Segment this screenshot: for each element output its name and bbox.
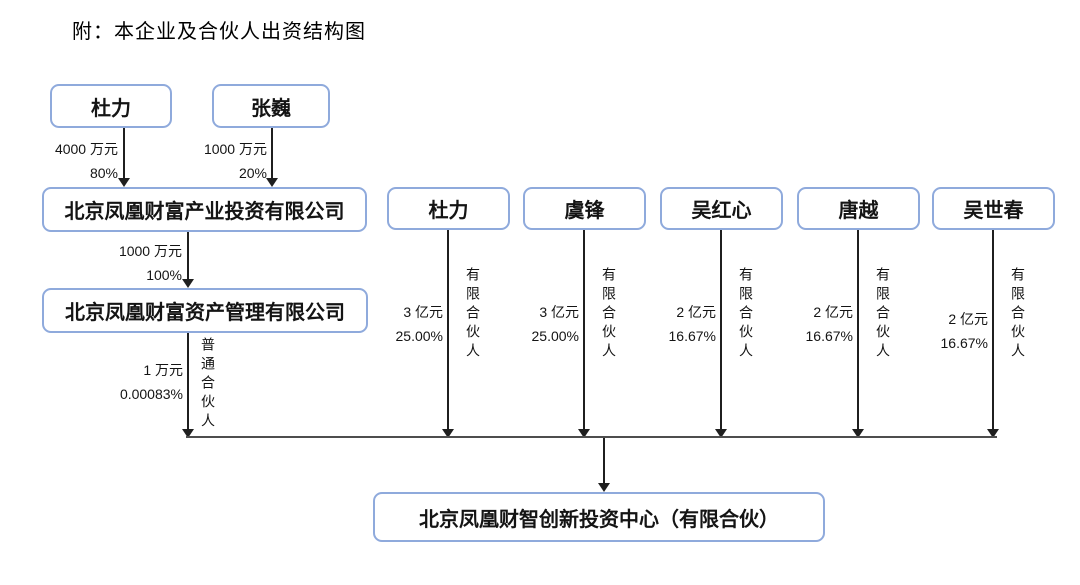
node-label: 吴红心 [691, 200, 752, 222]
node-shareholder-duli: 杜力 [50, 84, 172, 128]
node-label: 张巍 [251, 97, 291, 120]
edge-amount: 1000 万元 [118, 243, 182, 259]
arrow-line [603, 438, 605, 483]
edge-label-lp-contribution: 2 亿元 16.67% [753, 300, 853, 348]
lp-column-tangyue: 唐越 2 亿元 16.67% 有限合伙人 [797, 187, 920, 439]
arrow-line [583, 230, 585, 429]
node-label: 杜力 [428, 200, 469, 222]
node-label: 北京凤凰财智创新投资中心（有限合伙） [419, 508, 779, 531]
arrow-line [123, 128, 125, 178]
arrow-head-icon [852, 429, 864, 438]
edge-label-duli-contribution: 4000 万元 80% [30, 137, 118, 185]
arrow-head-icon [715, 429, 727, 438]
edge-role-limited-partner: 有限合伙人 [465, 267, 481, 362]
diagram-title: 附：本企业及合伙人出资结构图 [72, 21, 366, 43]
arrow-head-icon [266, 178, 278, 187]
lp-column-wushichun: 吴世春 2 亿元 16.67% 有限合伙人 [932, 187, 1055, 439]
node-label: 唐越 [838, 200, 879, 222]
arrow-line [857, 230, 859, 429]
arrow-head-icon [442, 429, 454, 438]
arrow-head-icon [182, 279, 194, 288]
node-lp-wuhongxin: 吴红心 [660, 187, 783, 230]
edge-percent: 16.67% [805, 328, 853, 344]
collector-line [186, 436, 997, 438]
arrow-line [187, 232, 189, 279]
edge-role-limited-partner: 有限合伙人 [875, 267, 891, 362]
arrow-line [447, 230, 449, 429]
edge-percent: 80% [89, 165, 118, 181]
edge-percent: 16.67% [668, 328, 716, 344]
node-company-industry-investment: 北京凤凰财富产业投资有限公司 [42, 187, 367, 232]
node-label: 北京凤凰财富产业投资有限公司 [64, 201, 345, 223]
edge-amount: 2 亿元 [948, 311, 988, 327]
lp-column-yufeng: 虞锋 3 亿元 25.00% 有限合伙人 [523, 187, 646, 439]
edge-role-limited-partner: 有限合伙人 [1010, 267, 1026, 362]
node-shareholder-zhangwei: 张巍 [212, 84, 330, 128]
edge-percent: 100% [146, 267, 182, 283]
edge-amount: 2 亿元 [813, 304, 853, 320]
node-label: 北京凤凰财富资产管理有限公司 [65, 302, 345, 324]
edge-amount: 3 亿元 [539, 304, 579, 320]
edge-percent: 20% [238, 165, 267, 181]
edge-role-limited-partner: 有限合伙人 [738, 267, 754, 362]
lp-column-duli: 杜力 3 亿元 25.00% 有限合伙人 [387, 187, 510, 439]
edge-label-zhangwei-contribution: 1000 万元 20% [179, 137, 267, 185]
node-lp-yufeng: 虞锋 [523, 187, 646, 230]
node-company-asset-management: 北京凤凰财富资产管理有限公司 [42, 288, 368, 333]
lp-column-wuhongxin: 吴红心 2 亿元 16.67% 有限合伙人 [660, 187, 783, 439]
edge-amount: 3 亿元 [403, 304, 443, 320]
arrow-head-icon [182, 429, 194, 438]
edge-percent: 16.67% [940, 335, 988, 351]
edge-amount: 2 亿元 [676, 304, 716, 320]
node-lp-wushichun: 吴世春 [932, 187, 1055, 230]
edge-label-lp-contribution: 3 亿元 25.00% [479, 300, 579, 348]
arrow-line [187, 333, 189, 429]
edge-label-company1-company2: 1000 万元 100% [94, 239, 182, 287]
node-lp-tangyue: 唐越 [797, 187, 920, 230]
arrow-head-icon [987, 429, 999, 438]
edge-label-lp-contribution: 2 亿元 16.67% [888, 307, 988, 355]
arrow-line [992, 230, 994, 429]
arrow-head-icon [118, 178, 130, 187]
edge-role-general-partner: 普通合伙人 [200, 337, 216, 432]
edge-percent: 25.00% [531, 328, 579, 344]
edge-label-gp-contribution: 1 万元 0.00083% [83, 358, 183, 406]
edge-amount: 1000 万元 [203, 141, 267, 157]
edge-amount: 4000 万元 [54, 141, 118, 157]
edge-label-lp-contribution: 3 亿元 25.00% [343, 300, 443, 348]
node-partnership-target: 北京凤凰财智创新投资中心（有限合伙） [373, 492, 825, 542]
node-label: 吴世春 [963, 200, 1024, 222]
edge-percent: 0.00083% [119, 386, 183, 402]
node-lp-duli: 杜力 [387, 187, 510, 230]
arrow-line [720, 230, 722, 429]
arrow-head-icon [578, 429, 590, 438]
arrow-head-icon [598, 483, 610, 492]
edge-percent: 25.00% [395, 328, 443, 344]
node-label: 杜力 [91, 97, 131, 120]
arrow-line [271, 128, 273, 178]
edge-label-lp-contribution: 2 亿元 16.67% [616, 300, 716, 348]
edge-amount: 1 万元 [143, 362, 183, 378]
node-label: 虞锋 [564, 200, 605, 222]
edge-role-limited-partner: 有限合伙人 [601, 267, 617, 362]
